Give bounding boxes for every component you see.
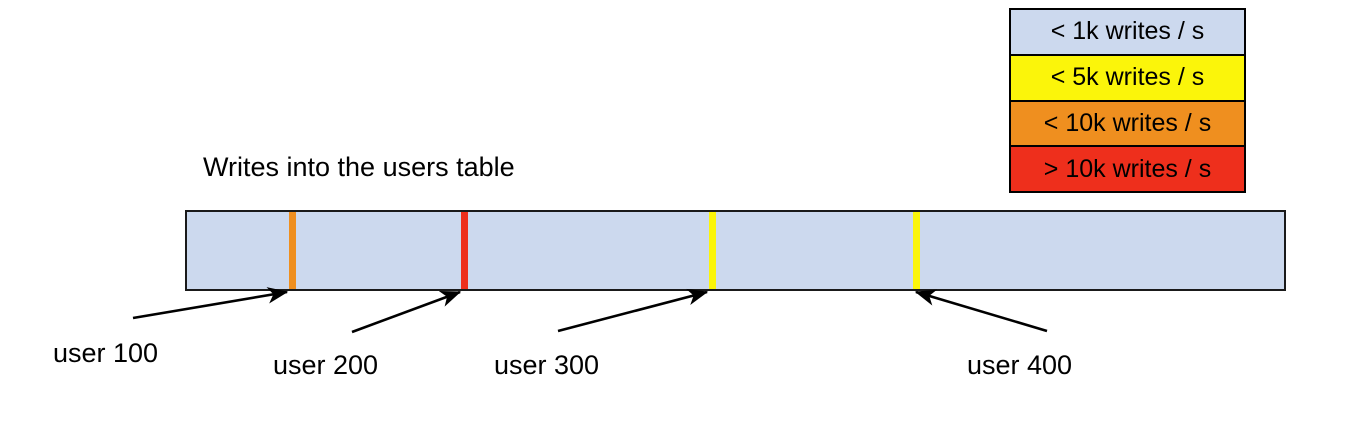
marker-stripe-user-300	[709, 212, 716, 289]
marker-label-text: user 200	[273, 350, 379, 380]
legend-entry-label: < 10k writes / s	[1043, 108, 1212, 137]
arrow-user-100	[132, 287, 289, 320]
marker-label-user-200: user 200	[273, 350, 378, 381]
marker-stripe-user-100	[289, 212, 296, 289]
legend-entry-label: < 1k writes / s	[1050, 17, 1205, 46]
users-table-bar	[185, 210, 1286, 291]
marker-label-user-400: user 400	[967, 350, 1072, 381]
legend-entry-lt-10k: < 10k writes / s	[1011, 101, 1244, 148]
chart-title: Writes into the users table	[203, 152, 515, 182]
marker-stripe-user-200	[461, 212, 468, 289]
legend-entry-lt-5k: < 5k writes / s	[1011, 55, 1244, 102]
marker-label-user-100: user 100	[53, 338, 158, 369]
marker-label-text: user 100	[53, 338, 159, 368]
marker-stripe-user-400	[913, 212, 920, 289]
legend-entry-lt-1k: < 1k writes / s	[1011, 10, 1244, 56]
legend-entry-label: < 5k writes / s	[1050, 63, 1205, 92]
marker-label-text: user 400	[967, 350, 1073, 380]
arrow-user-200	[351, 290, 462, 334]
legend: < 1k writes / s < 5k writes / s < 10k wr…	[1009, 8, 1246, 193]
marker-label-user-300: user 300	[494, 350, 599, 381]
marker-label-text: user 300	[494, 350, 600, 380]
arrow-user-400	[914, 289, 1048, 333]
arrow-user-300	[557, 288, 709, 333]
legend-entry-gt-10k: > 10k writes / s	[1011, 147, 1244, 191]
legend-entry-label: > 10k writes / s	[1043, 154, 1212, 183]
